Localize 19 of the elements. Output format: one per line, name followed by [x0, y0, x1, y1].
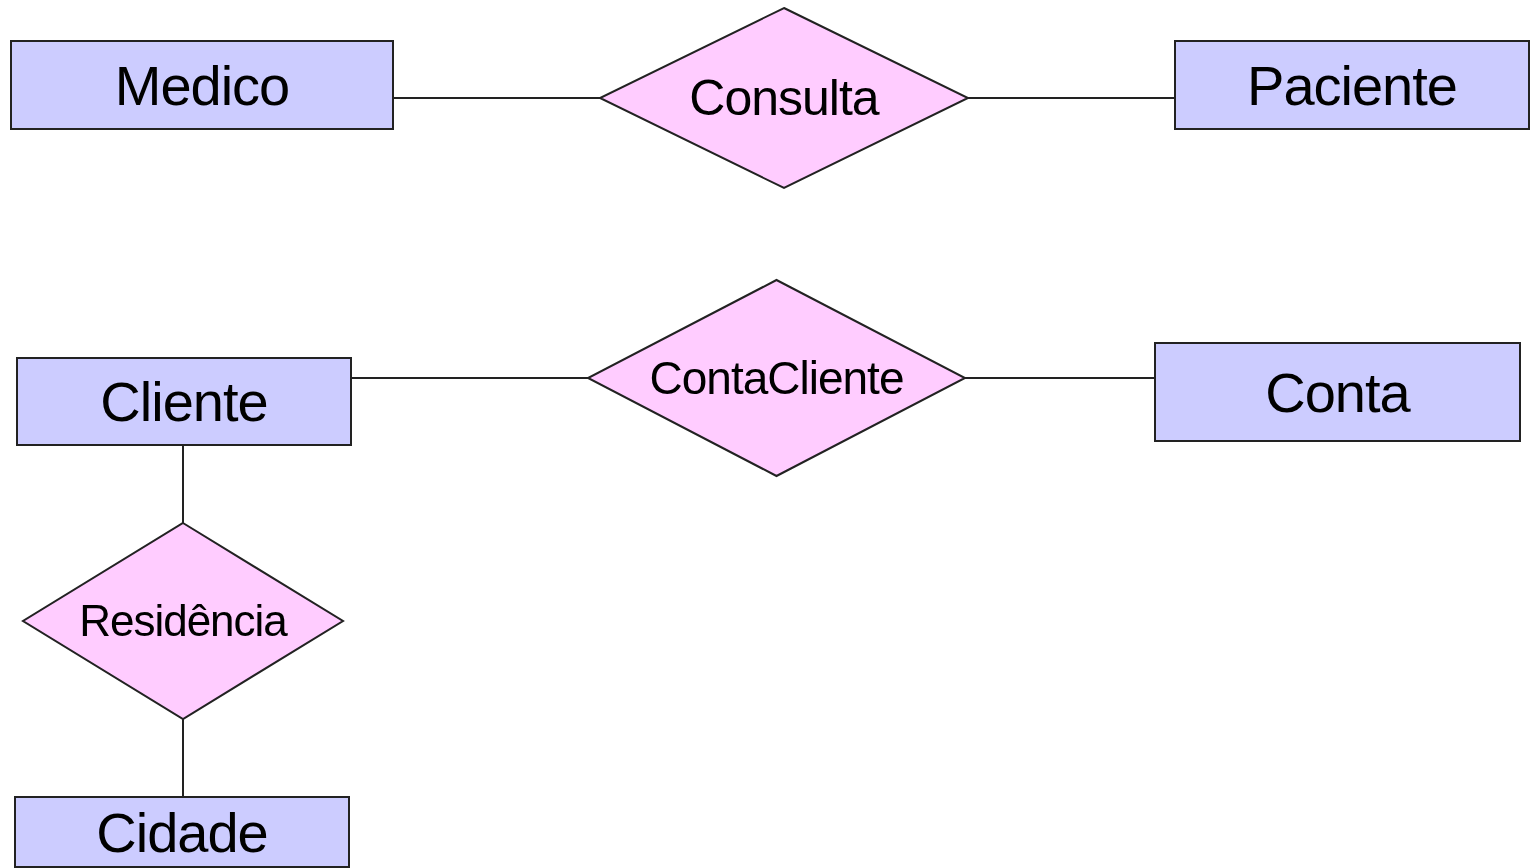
connector-line	[351, 377, 589, 379]
connector-line	[964, 377, 1155, 379]
entity-box	[16, 357, 352, 446]
entity-box	[1154, 342, 1521, 442]
relationship-name: Residência	[79, 596, 287, 646]
entity-name: Conta	[1265, 359, 1410, 425]
relationship-name: Consulta	[689, 69, 879, 127]
entity-name: Medico	[114, 52, 290, 118]
entity-box	[10, 40, 394, 130]
connector-line	[182, 445, 184, 524]
connector-line	[182, 718, 184, 797]
entity-name: Cliente	[100, 369, 268, 434]
connector-line	[967, 97, 1175, 99]
entity-name: Paciente	[1247, 52, 1457, 118]
entity-box	[14, 796, 350, 868]
connector-line	[393, 97, 601, 99]
entity-name: Cidade	[96, 799, 268, 865]
relationship-name: ContaCliente	[649, 351, 904, 405]
entity-box	[1174, 40, 1530, 130]
